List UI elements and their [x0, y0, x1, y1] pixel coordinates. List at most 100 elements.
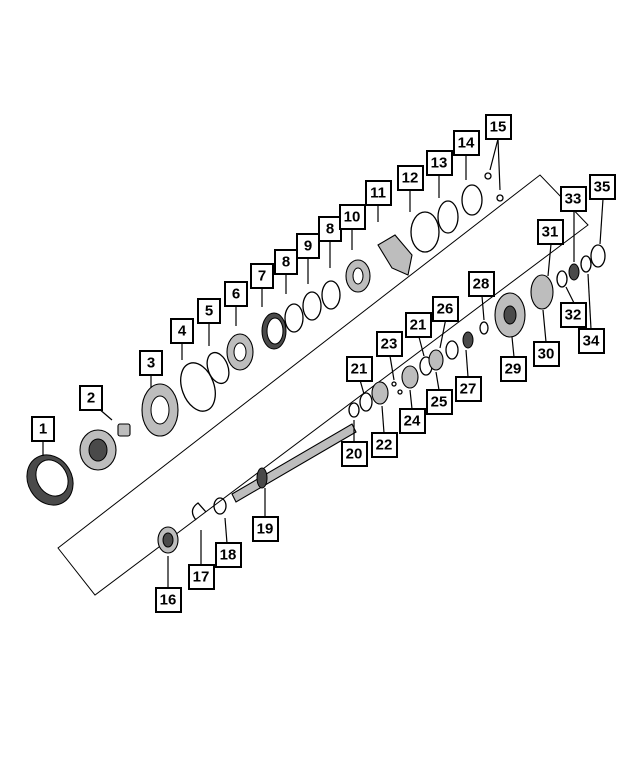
part-8-ring: [284, 303, 304, 333]
svg-text:28: 28: [473, 276, 490, 293]
callout-27: 27: [455, 376, 482, 402]
callout-35: 35: [589, 174, 616, 200]
callout-26: 26: [432, 296, 459, 322]
part-19-shaft: [231, 423, 357, 503]
part-16-bearing: [157, 526, 179, 554]
svg-text:7: 7: [258, 268, 266, 285]
svg-text:14: 14: [458, 135, 475, 152]
callout-18: 18: [215, 542, 242, 568]
part-7-sleeve: [261, 312, 287, 350]
svg-text:4: 4: [178, 323, 187, 340]
part-21a-ring: [359, 392, 373, 412]
callout-11: 11: [365, 180, 392, 206]
svg-text:22: 22: [376, 437, 393, 454]
svg-text:2: 2: [87, 390, 95, 407]
svg-text:21: 21: [410, 317, 427, 334]
svg-text:13: 13: [431, 155, 448, 172]
part-27-washer: [445, 340, 459, 360]
part-26-bearing: [428, 349, 444, 371]
callout-20: 20: [341, 441, 368, 467]
part-29-gear: [494, 292, 526, 338]
callout-19: 19: [252, 516, 279, 542]
part-1-ring-gear: [26, 454, 74, 506]
callout-21a: 21: [346, 356, 373, 382]
callout-15: 15: [485, 114, 512, 140]
callout-25: 25: [426, 389, 453, 415]
part-4-snap-ring: [180, 362, 216, 412]
svg-text:11: 11: [370, 185, 386, 202]
part-23-balls: [391, 381, 403, 395]
svg-text:24: 24: [404, 413, 421, 430]
part-32-ring: [556, 270, 568, 288]
svg-text:33: 33: [565, 191, 582, 208]
svg-text:16: 16: [160, 592, 177, 609]
part-15-pins: [484, 172, 504, 202]
svg-text:6: 6: [232, 286, 240, 303]
callout-2: 2: [79, 385, 103, 411]
part-27b-seal: [462, 331, 474, 349]
svg-text:26: 26: [437, 301, 454, 318]
part-22-bearing: [371, 381, 389, 405]
part-17-clip: [191, 502, 207, 521]
callout-12: 12: [397, 165, 424, 191]
callout-5: 5: [197, 298, 221, 324]
callout-16: 16: [155, 587, 182, 613]
part-24-bearing: [401, 365, 419, 389]
callout-6: 6: [224, 281, 248, 307]
part-20-washer: [348, 402, 360, 418]
callout-30: 30: [533, 341, 560, 367]
svg-text:3: 3: [147, 355, 155, 372]
callout-28: 28: [468, 271, 495, 297]
svg-text:30: 30: [538, 346, 555, 363]
part-18-ring: [213, 497, 227, 515]
svg-text:19: 19: [257, 521, 274, 538]
svg-text:8: 8: [326, 221, 334, 238]
svg-text:25: 25: [431, 394, 448, 411]
svg-text:32: 32: [565, 307, 582, 324]
callout-1: 1: [31, 416, 55, 442]
assembly-frame: [57, 174, 589, 596]
svg-text:5: 5: [205, 303, 213, 320]
callout-9: 9: [296, 233, 320, 259]
part-5-ring: [206, 351, 230, 385]
svg-text:21: 21: [351, 361, 368, 378]
callout-8b: 8: [318, 216, 342, 242]
callout-23: 23: [376, 331, 403, 357]
callout-4: 4: [170, 318, 194, 344]
part-34-ring: [580, 255, 592, 273]
part-10-hub: [345, 259, 371, 293]
part-3-housing: [141, 383, 179, 437]
callout-8a: 8: [274, 249, 298, 275]
callout-31: 31: [537, 219, 564, 245]
callout-7: 7: [250, 263, 274, 289]
part-12-snap-ring: [410, 211, 440, 253]
part-6-hub: [226, 333, 254, 371]
part-9-ring: [302, 291, 322, 321]
callout-34: 34: [578, 328, 605, 354]
leader-lines: [42, 138, 604, 588]
callout-14: 14: [453, 130, 480, 156]
svg-text:1: 1: [39, 421, 47, 438]
svg-text:9: 9: [304, 238, 312, 255]
callout-17: 17: [188, 564, 215, 590]
part-8b-ring: [321, 280, 341, 310]
svg-text:34: 34: [583, 333, 600, 350]
svg-text:31: 31: [542, 224, 559, 241]
svg-text:35: 35: [594, 179, 611, 196]
svg-text:27: 27: [460, 381, 477, 398]
callout-10: 10: [339, 204, 366, 230]
svg-text:12: 12: [402, 170, 419, 187]
svg-text:10: 10: [344, 209, 361, 226]
callout-24: 24: [399, 408, 426, 434]
svg-text:15: 15: [490, 119, 507, 136]
callout-13: 13: [426, 150, 453, 176]
callout-33: 33: [560, 186, 587, 212]
part-33-bearing: [568, 263, 580, 281]
callout-22: 22: [371, 432, 398, 458]
svg-text:23: 23: [381, 336, 398, 353]
callout-3: 3: [139, 350, 163, 376]
callout-32: 32: [560, 302, 587, 328]
svg-text:18: 18: [220, 547, 237, 564]
svg-text:29: 29: [505, 361, 522, 378]
